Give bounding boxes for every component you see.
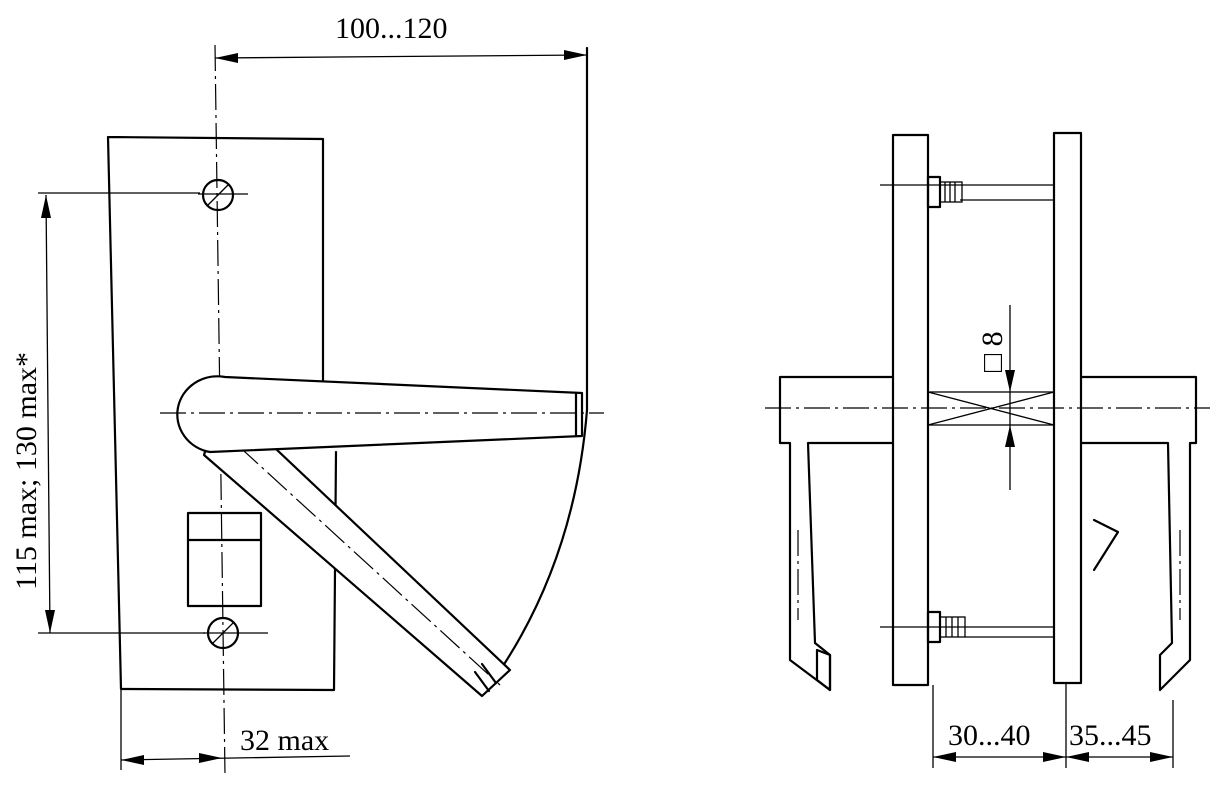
dim-screw-spacing: 115 max; 130 max* bbox=[10, 194, 55, 634]
dim-backset: 32 max bbox=[120, 690, 351, 770]
key-bit bbox=[1092, 518, 1120, 572]
backplate-outline bbox=[106, 135, 338, 692]
dim-label-door-thickness-a: 30...40 bbox=[948, 719, 1031, 752]
upper-bolt bbox=[880, 175, 1054, 209]
dim-label-spindle-square: □ 8 bbox=[976, 331, 1009, 372]
dim-door-thickness-a: 30...40 bbox=[933, 719, 1066, 762]
upper-screw bbox=[198, 178, 248, 212]
dim-label-door-thickness-b: 35...45 bbox=[1069, 719, 1152, 752]
key-escutcheon bbox=[186, 511, 263, 608]
dim-label-handle-reach: 100...120 bbox=[335, 12, 448, 45]
left-plate bbox=[891, 133, 930, 687]
dim-label-screw-spacing: 115 max; 130 max* bbox=[10, 352, 43, 590]
left-lever bbox=[778, 375, 895, 692]
rotation-arc bbox=[495, 46, 589, 677]
lower-bolt bbox=[880, 610, 1054, 644]
front-view: 100...120 115 max; 130 max* 32 max bbox=[10, 12, 604, 776]
dim-handle-reach: 100...120 bbox=[214, 12, 588, 63]
lower-screw bbox=[203, 616, 268, 650]
dim-label-backset: 32 max bbox=[240, 724, 329, 757]
side-view: □ 8 30...40 35...45 bbox=[765, 131, 1210, 768]
right-lever bbox=[1079, 375, 1198, 692]
dim-spindle-square: □ 8 bbox=[976, 305, 1015, 490]
lever-handle bbox=[176, 375, 584, 454]
dim-door-thickness-b: 35...45 bbox=[1066, 719, 1173, 762]
